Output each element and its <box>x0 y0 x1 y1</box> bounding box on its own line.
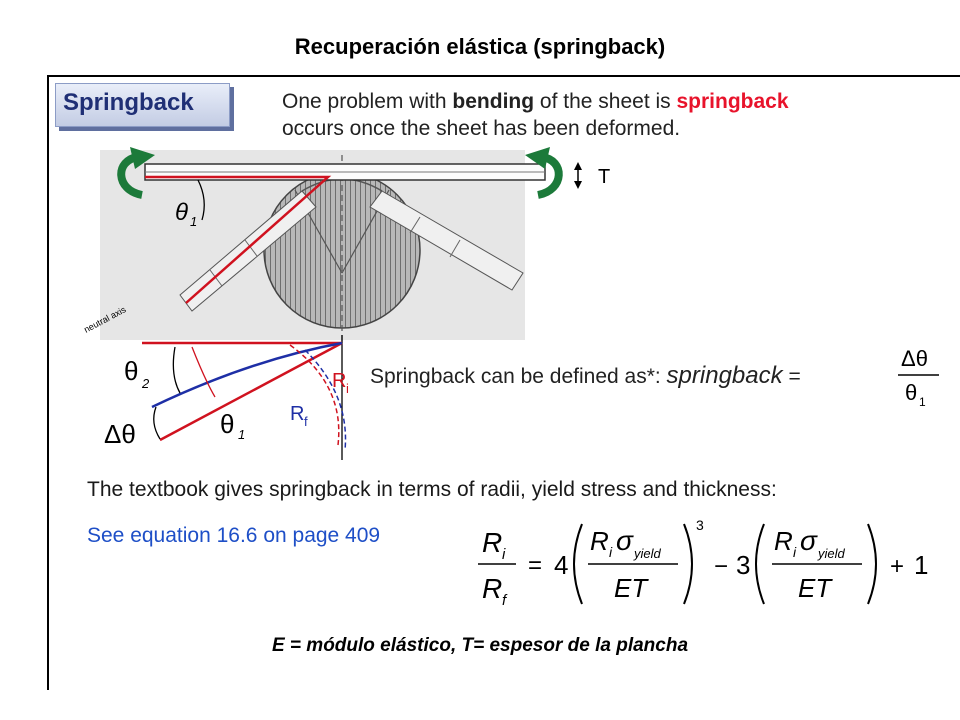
thickness-arrow-down <box>574 181 582 189</box>
fraction-denominator-sub: 1 <box>919 395 926 409</box>
eq-paren-r2 <box>867 523 877 605</box>
eq-et2: ET <box>798 573 833 603</box>
bent-strip-right <box>369 190 524 291</box>
delta-arc <box>153 406 161 440</box>
intro-red-springback: springback <box>676 90 789 113</box>
eq-equals: = <box>528 552 542 579</box>
red-path <box>145 175 332 304</box>
strip-seg <box>409 216 421 234</box>
delta-theta-label: Δθ <box>104 419 136 449</box>
slide-frame <box>47 75 960 690</box>
strip-seg <box>244 239 258 257</box>
eq-yield2: yield <box>817 546 846 561</box>
rf-sub: f <box>304 414 308 429</box>
eq-r1: R <box>590 526 609 556</box>
eq-paren-l1 <box>573 523 583 605</box>
theta1-arc-lower <box>191 346 216 398</box>
eq-paren-r1 <box>683 523 693 605</box>
red-bent-leg <box>159 341 343 442</box>
rf-arc <box>304 349 347 451</box>
intro-part2: of the sheet is <box>534 90 677 113</box>
springback-equation: R i R f = 4 R i σ yield ET 3 − 3 R i σ y… <box>478 517 928 609</box>
thickness-arrow-up <box>574 162 582 170</box>
eq-one: 1 <box>914 550 928 580</box>
springback-diagram: θ 2 Δθ θ 1 R i R f <box>104 335 349 460</box>
eq-et1: ET <box>614 573 649 603</box>
rotation-arrow-left <box>117 153 144 199</box>
intro-text: One problem with bending of the sheet is… <box>282 88 789 142</box>
intro-part1: One problem with <box>282 90 453 113</box>
definition-text: Springback can be defined as*: <box>370 365 667 388</box>
theta2-sub: 2 <box>141 376 150 391</box>
rotation-arrow-right <box>536 153 563 199</box>
eq-r2: R <box>774 526 793 556</box>
eq-r1-sub: i <box>609 544 613 560</box>
rotation-arrowhead-left <box>130 147 155 169</box>
definition-fraction: Δθ θ 1 <box>898 346 939 409</box>
ri-sub: i <box>346 381 349 396</box>
definition-term: springback <box>666 362 783 389</box>
strip-seg <box>449 239 461 258</box>
eq-rf-den: R <box>482 573 502 604</box>
blue-sprung-leg <box>151 341 343 409</box>
ri-arc <box>289 344 340 446</box>
eq-ri-num: R <box>482 527 502 558</box>
eq-coef-4: 4 <box>554 550 568 580</box>
bending-diagram: T θ 1 neutral axis <box>82 147 610 345</box>
ri-label: R <box>332 370 346 392</box>
eq-minus: − <box>714 553 728 580</box>
slide-tag: Springback <box>55 83 230 127</box>
footer-note: E = módulo elástico, T= espesor de la pl… <box>271 635 689 656</box>
textbook-line: The textbook gives springback in terms o… <box>87 478 777 501</box>
definition-equals: = <box>782 365 801 388</box>
eq-sigma2: σ <box>800 525 818 556</box>
rotation-arrowhead-right <box>525 147 550 169</box>
eq-plus: + <box>890 553 904 580</box>
intro-line-1: One problem with bending of the sheet is… <box>282 88 789 115</box>
fraction-denominator: θ <box>905 380 917 405</box>
slide-tag-label: Springback <box>63 89 194 116</box>
thickness-label: T <box>598 166 610 188</box>
eq-ri-num-sub: i <box>502 546 506 563</box>
eq-r2-sub: i <box>793 544 797 560</box>
eq-paren-l2 <box>755 523 765 605</box>
intro-bold-bending: bending <box>452 90 535 113</box>
eq-exponent: 3 <box>696 517 704 533</box>
theta1-label-lower: θ <box>220 409 234 439</box>
page-title: Recuperación elástica (springback) <box>294 34 666 59</box>
rf-label: R <box>290 403 304 425</box>
fraction-numerator: Δθ <box>901 346 928 371</box>
theta1-label: θ <box>175 199 188 226</box>
springback-definition: Springback can be defined as*: springbac… <box>370 362 801 390</box>
theta2-arc <box>172 346 181 394</box>
eq-coef-3: 3 <box>736 550 750 580</box>
theta1-sub-lower: 1 <box>238 427 245 442</box>
equation-reference: See equation 16.6 on page 409 <box>87 524 381 547</box>
intro-line-2: occurs once the sheet has been deformed. <box>282 117 681 140</box>
bent-strip-left <box>179 190 317 312</box>
eq-yield1: yield <box>633 546 662 561</box>
theta2-label: θ <box>124 356 138 386</box>
eq-sigma1: σ <box>616 525 634 556</box>
theta1-sub: 1 <box>190 214 197 229</box>
theta1-arc <box>197 179 205 221</box>
eq-rf-den-sub: f <box>502 592 508 609</box>
